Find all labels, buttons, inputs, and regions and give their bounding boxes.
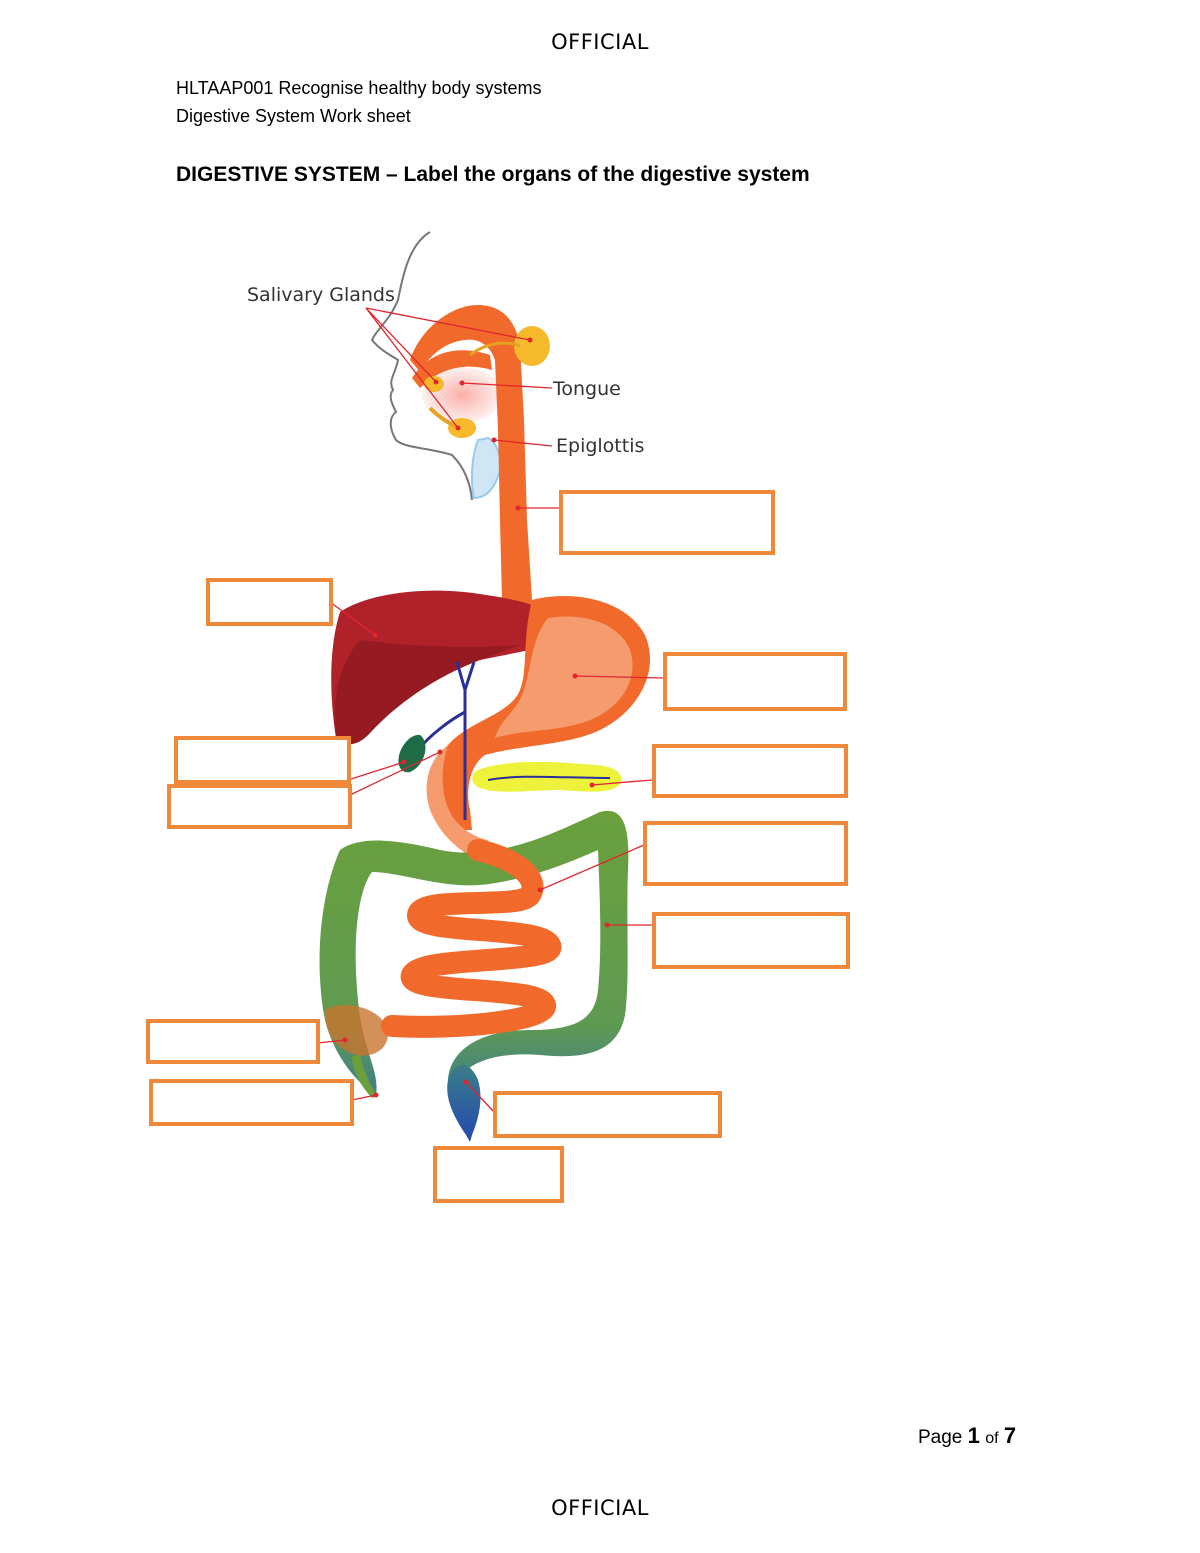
airway-shape bbox=[470, 436, 502, 500]
answer-box-large-intestine[interactable] bbox=[652, 912, 850, 969]
answer-box-cecum[interactable] bbox=[146, 1019, 320, 1064]
esophagus-shape bbox=[410, 305, 534, 640]
unit-title: HLTAAP001 Recognise healthy body systems bbox=[176, 78, 542, 98]
palate-shape bbox=[412, 350, 492, 388]
answer-box-esophagus[interactable] bbox=[559, 490, 775, 555]
answer-box-gallbladder[interactable] bbox=[174, 736, 351, 784]
answer-box-duodenum[interactable] bbox=[167, 784, 352, 829]
answer-box-appendix[interactable] bbox=[149, 1079, 354, 1126]
classification-bottom: OFFICIAL bbox=[551, 1496, 649, 1520]
answer-box-rectum[interactable] bbox=[493, 1091, 722, 1138]
cecum-shape bbox=[324, 1005, 389, 1056]
of-word: of bbox=[985, 1430, 999, 1447]
sublingual-gland-shape bbox=[424, 376, 444, 392]
parotid-gland-shape bbox=[514, 326, 550, 366]
gallbladder-shape bbox=[398, 734, 426, 773]
page-heading: DIGESTIVE SYSTEM – Label the organs of t… bbox=[176, 163, 810, 186]
label-tongue: Tongue bbox=[552, 378, 621, 400]
rectum-shape bbox=[447, 1065, 481, 1142]
classification-top: OFFICIAL bbox=[551, 30, 649, 54]
label-salivary-glands: Salivary Glands bbox=[247, 284, 395, 306]
large-intestine-shape bbox=[319, 810, 629, 1095]
page-word: Page bbox=[918, 1427, 963, 1448]
answer-box-anus[interactable] bbox=[433, 1146, 564, 1203]
submandibular-gland-shape bbox=[448, 418, 476, 438]
current-page: 1 bbox=[967, 1423, 980, 1448]
answer-box-pancreas[interactable] bbox=[652, 744, 848, 798]
pointer-lines bbox=[317, 307, 665, 1113]
duodenum-shape bbox=[426, 745, 488, 860]
pointer-dots bbox=[342, 337, 610, 1098]
head-outline bbox=[370, 231, 473, 501]
label-epiglottis: Epiglottis bbox=[556, 435, 644, 457]
total-pages: 7 bbox=[1003, 1423, 1017, 1448]
answer-box-stomach[interactable] bbox=[663, 652, 847, 711]
appendix-shape bbox=[352, 1055, 378, 1098]
small-intestine-shape bbox=[381, 839, 562, 1038]
worksheet-title: Digestive System Work sheet bbox=[176, 106, 411, 126]
answer-box-liver[interactable] bbox=[206, 578, 333, 626]
answer-box-small-intestine[interactable] bbox=[643, 821, 848, 886]
page-number: Page 1 of 7 bbox=[918, 1423, 1016, 1449]
